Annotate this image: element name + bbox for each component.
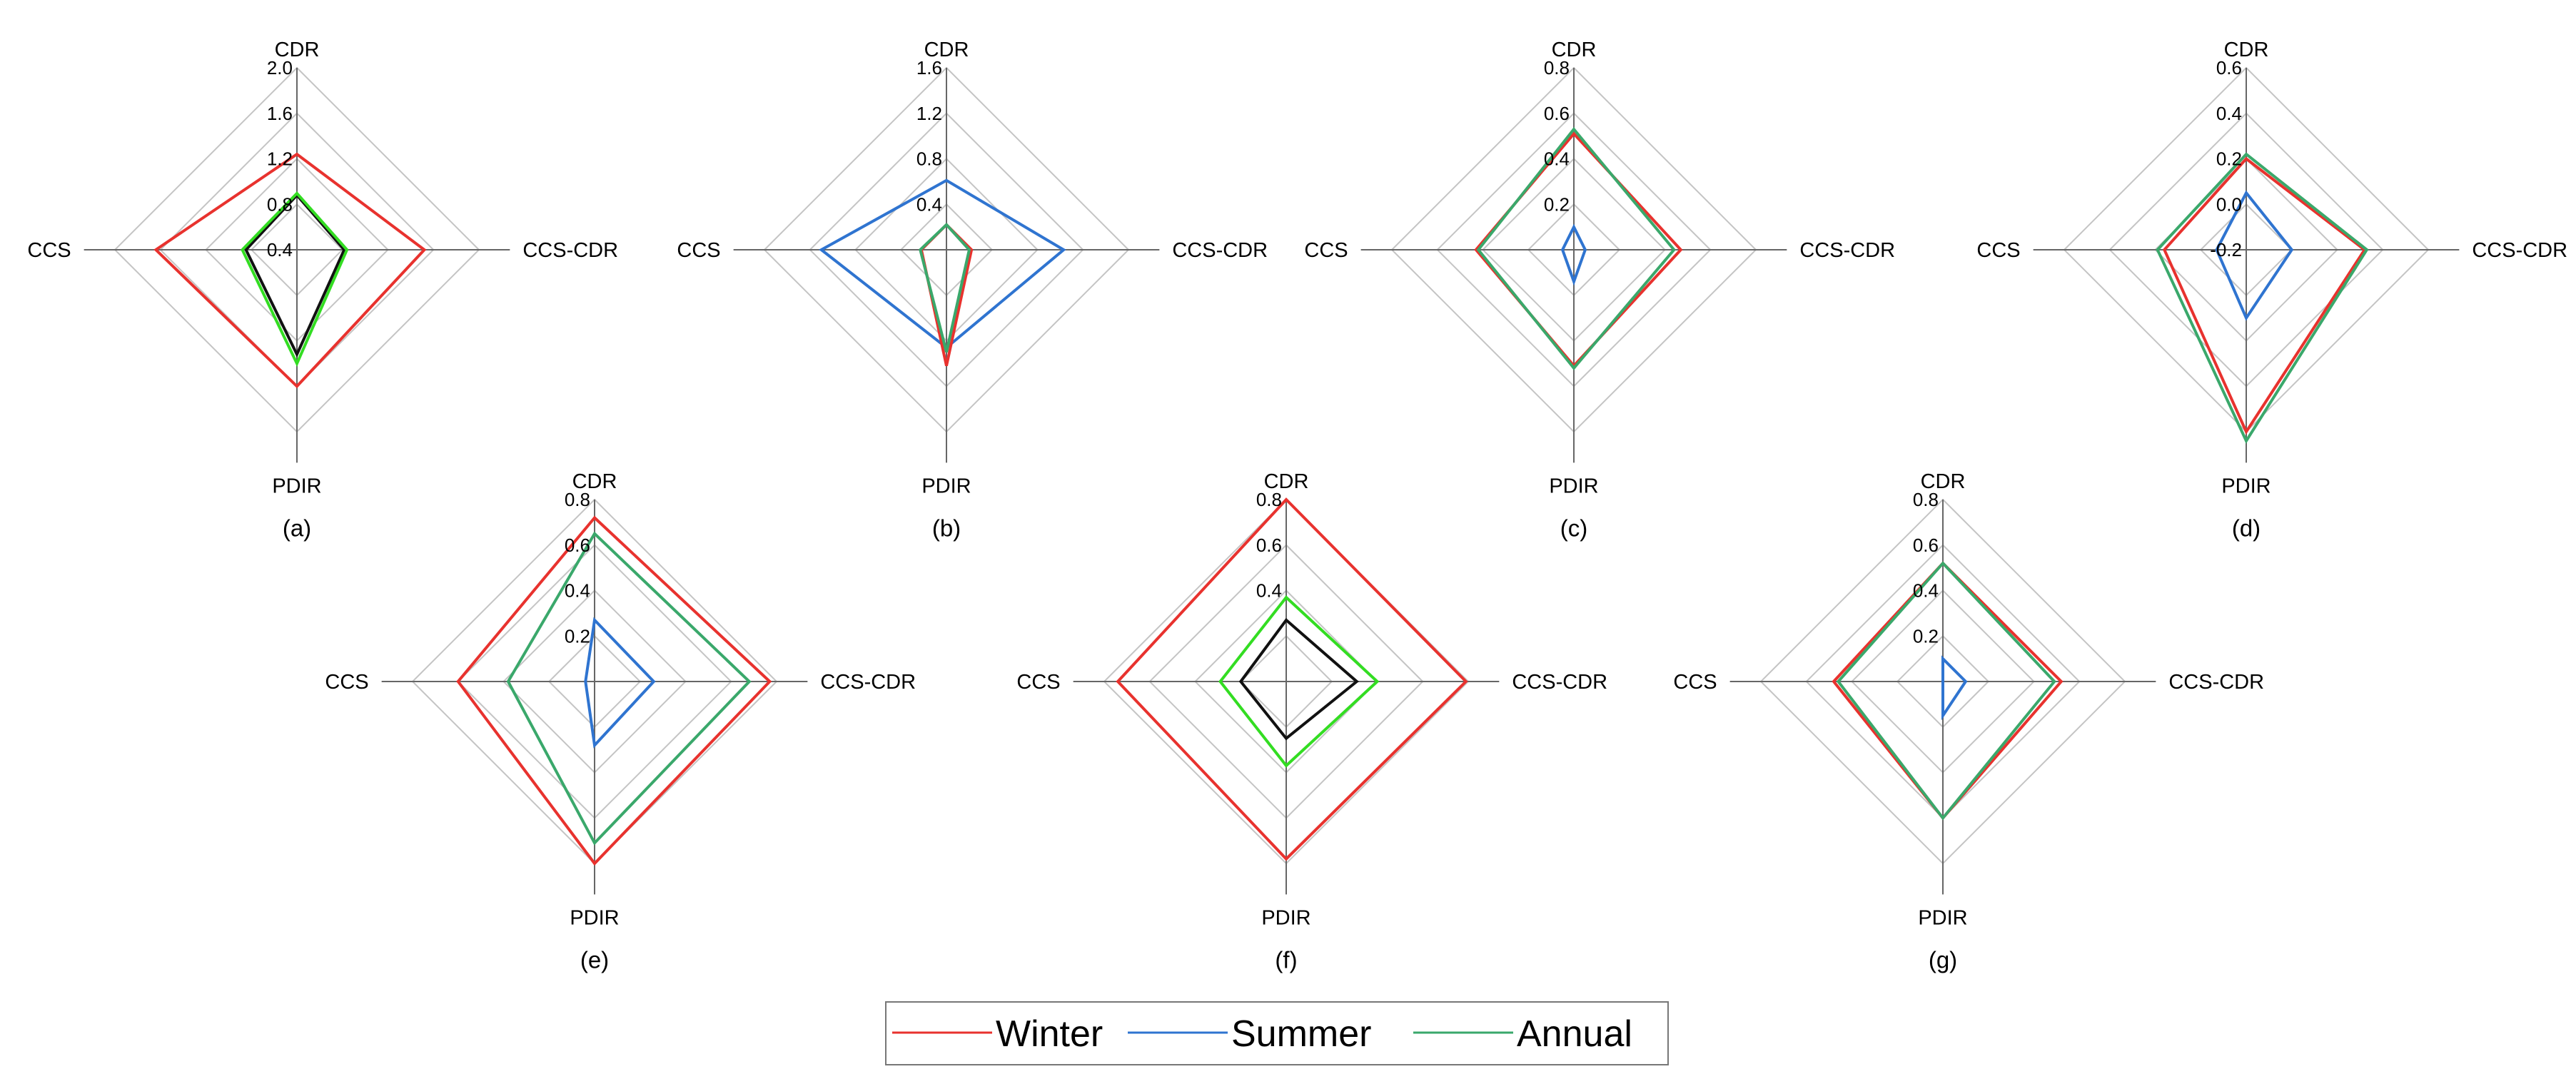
axis-label-ccs: CCS xyxy=(1673,671,1717,694)
tick-label: 0.6 xyxy=(1544,103,1570,124)
series-line-1 xyxy=(153,152,427,389)
series-annual xyxy=(506,531,752,846)
tick-label: 2.0 xyxy=(267,57,293,78)
tick-label: 0.2 xyxy=(1913,625,1939,647)
panel-label: (g) xyxy=(1929,946,1957,973)
series-summer xyxy=(1560,223,1587,286)
series-annual xyxy=(919,223,971,353)
axis-label-ccs-cdr: CCS-CDR xyxy=(1172,239,1268,262)
axis-label-pdir: PDIR xyxy=(1261,906,1310,929)
tick-label: 0.6 xyxy=(1256,535,1282,556)
axis-label-pdir: PDIR xyxy=(272,475,321,497)
series-summer xyxy=(819,178,1066,350)
tick-label: 0.4 xyxy=(1544,148,1570,170)
axis-label-cdr: CDR xyxy=(1264,470,1309,493)
series-line-3 xyxy=(241,191,349,368)
tick-label: 0.2 xyxy=(565,625,590,647)
tick-label: 0.2 xyxy=(2216,148,2242,170)
axis-label-pdir: PDIR xyxy=(1918,906,1967,929)
axis-label-ccs-cdr: CCS-CDR xyxy=(522,239,618,262)
axis-label-ccs: CCS xyxy=(1016,671,1060,694)
tick-label: 1.2 xyxy=(916,103,942,124)
panel-label: (f) xyxy=(1275,946,1297,973)
tick-label: -0.2 xyxy=(2210,239,2242,260)
axis-label-cdr: CDR xyxy=(2224,39,2269,61)
series-winter xyxy=(2162,156,2367,435)
axis-label-cdr: CDR xyxy=(1552,39,1597,61)
axis-label-ccs: CCS xyxy=(27,239,71,262)
tick-label: 0.6 xyxy=(2216,57,2242,78)
panel-label: (a) xyxy=(283,515,311,541)
axis-label-cdr: CDR xyxy=(1921,470,1966,493)
tick-label: 0.8 xyxy=(267,193,293,215)
axis-label-cdr: CDR xyxy=(572,470,617,493)
panel-label: (c) xyxy=(1560,515,1587,541)
tick-label: 0.8 xyxy=(1544,57,1570,78)
series-annual xyxy=(1836,561,2056,821)
axis-label-pdir: PDIR xyxy=(2221,475,2271,497)
panel-label: (b) xyxy=(932,515,961,541)
legend-box xyxy=(885,1001,1669,1065)
tick-label: 1.2 xyxy=(267,148,293,170)
axis-label-pdir: PDIR xyxy=(921,475,971,497)
series-line-2 xyxy=(1238,617,1359,741)
series-summer xyxy=(1941,655,1968,721)
axis-label-ccs-cdr: CCS-CDR xyxy=(820,671,916,694)
axis-label-pdir: PDIR xyxy=(1549,475,1598,497)
axis-label-cdr: CDR xyxy=(275,39,320,61)
legend-label-summer: Summer xyxy=(1231,1013,1371,1055)
legend-label-annual: Annual xyxy=(1517,1013,1632,1055)
series-summer xyxy=(2215,190,2294,321)
tick-label: 0.4 xyxy=(267,239,293,260)
tick-label: 0.4 xyxy=(1913,580,1939,602)
series-annual xyxy=(1476,126,1676,370)
tick-label: 0.8 xyxy=(916,148,942,170)
radar-panels: 0.40.81.21.62.0CDRCCS-CDRPDIRCCS(a)0.40.… xyxy=(27,39,2567,973)
tick-label: 0.4 xyxy=(916,193,942,215)
axis-label-ccs-cdr: CCS-CDR xyxy=(1512,671,1607,694)
axis-label-ccs-cdr: CCS-CDR xyxy=(2472,239,2567,262)
legend-label-winter: Winter xyxy=(996,1013,1103,1055)
series-summer xyxy=(584,617,656,749)
panel-label: (e) xyxy=(580,946,609,973)
tick-label: 0.6 xyxy=(1913,535,1939,556)
tick-label: 0.4 xyxy=(565,580,590,602)
series-line-2 xyxy=(244,193,346,358)
tick-label: 1.6 xyxy=(267,103,293,124)
legend: Winter Summer Annual xyxy=(885,1001,1669,1065)
series-line-1 xyxy=(1116,497,1468,861)
axis-label-ccs: CCS xyxy=(1304,239,1348,262)
tick-label: 0.0 xyxy=(2216,193,2242,215)
panel-label: (d) xyxy=(2232,515,2261,541)
axis-label-ccs: CCS xyxy=(325,671,368,694)
axis-label-ccs-cdr: CCS-CDR xyxy=(2168,671,2264,694)
tick-label: 0.2 xyxy=(1544,193,1570,215)
tick-label: 0.4 xyxy=(2216,103,2242,124)
tick-label: 1.6 xyxy=(916,57,942,78)
axis-label-ccs-cdr: CCS-CDR xyxy=(1799,239,1895,262)
series-winter xyxy=(456,515,772,866)
tick-label: 0.4 xyxy=(1256,580,1282,602)
tick-label: 0.8 xyxy=(565,489,590,510)
axis-label-cdr: CDR xyxy=(924,39,969,61)
axis-label-ccs: CCS xyxy=(1976,239,2020,262)
series-annual xyxy=(2156,152,2369,444)
axis-label-ccs: CCS xyxy=(677,239,720,262)
series-line-3 xyxy=(1218,595,1380,768)
tick-label: 0.6 xyxy=(565,535,590,556)
tick-label: 0.8 xyxy=(1256,489,1282,510)
axis-label-pdir: PDIR xyxy=(570,906,619,929)
tick-label: 0.8 xyxy=(1913,489,1939,510)
